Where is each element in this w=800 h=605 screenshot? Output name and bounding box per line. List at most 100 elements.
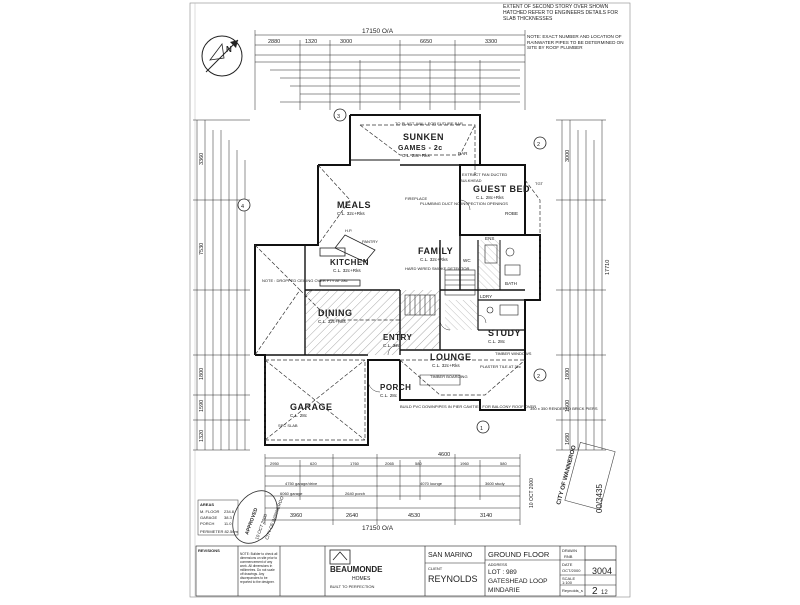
right-dimension-labels: 3000 1800 1500 1680 17710 <box>565 150 611 445</box>
council-stamp: CITY OF WANNEROO 00/3435 10 OCT 2000 APP… <box>232 441 616 544</box>
section-3-label: 3 <box>337 114 340 120</box>
dim-row-1: 2950 <box>270 461 280 466</box>
dim-top-4: 3300 <box>485 39 497 45</box>
dim-row-7: 580 <box>500 461 507 466</box>
kitchen-island <box>319 234 376 287</box>
note-spc-slab: SPC SLAB <box>278 423 298 428</box>
note-smoke: HARD WIRED SMOKE DETECTOR <box>405 266 469 271</box>
note-plumbing: PLUMBING DUCT NO INSPECTION OPENINGS <box>420 201 508 206</box>
disclaimer-text: NOTE: Builder to check all dimensions on… <box>240 552 278 584</box>
section-4-label: 4 <box>241 204 244 210</box>
note-plast-wall: TO PLAST. WALL FOR FUTURE BAR <box>395 121 463 126</box>
door-swings <box>304 199 487 393</box>
room-meals-label: MEALS <box>337 200 371 210</box>
title-block <box>195 545 617 597</box>
label-robe: ROBE <box>505 211 518 216</box>
title-file: Reynolds_s <box>562 588 583 593</box>
dimension-labels: 17150 O/A 2880 1320 3000 6650 3300 17150… <box>268 28 507 532</box>
room-sunken-ceiling: C.L. 28c+Rks <box>402 153 430 158</box>
dim-left-3: 1590 <box>199 400 205 412</box>
room-garage-label: GARAGE <box>290 402 333 412</box>
room-entry-label: ENTRY <box>383 333 412 342</box>
dim-left-1: 7530 <box>199 243 205 255</box>
dim-bottom-2: 4530 <box>408 513 420 519</box>
title-design: SAN MARINO <box>428 552 473 559</box>
room-family-label: FAMILY <box>418 246 453 256</box>
note-plaster-tile: PLASTER TILE AT 32c <box>480 364 521 369</box>
stairs <box>404 269 476 316</box>
dim-left-2: 1800 <box>199 368 205 380</box>
room-study-ceiling: C.L. 28c <box>488 339 506 344</box>
dim-bottom-0: 3960 <box>290 513 302 519</box>
label-tgt: TGT <box>535 181 544 186</box>
dim-left-0: 3360 <box>199 153 205 165</box>
builder-addr: BUILT TO PERFECTION <box>330 584 374 589</box>
room-kitchen-ceiling: C.L. 32c+Rks <box>333 268 361 273</box>
dim-row-4: 2065 <box>385 461 395 466</box>
title-date-val: OCT/2000 <box>562 568 581 573</box>
svg-text:N: N <box>226 45 232 54</box>
label-bar: BAR <box>458 151 468 156</box>
right-dimensions <box>556 119 606 451</box>
note-pvc: BUILD PVC DOWNPIPES IN PIER CAVITIES FOR… <box>400 404 536 409</box>
top-dimensions <box>254 30 526 110</box>
dim-misc-3: 4070 lounge <box>420 481 443 486</box>
roof-lines <box>254 124 541 441</box>
title-client-label: CLIENT <box>428 566 443 571</box>
revisions-title: REVISIONS <box>198 548 220 553</box>
dim-right-overall: 17710 <box>605 260 611 275</box>
title-suburb: MINDARIE <box>488 587 520 594</box>
note-bulkhead: BULKHEAD <box>460 178 482 183</box>
room-guest-bed-label: GUEST BED <box>473 184 530 194</box>
title-sheet: 2 <box>592 586 598 597</box>
areas-row-0-value: 234.8 <box>224 509 235 514</box>
label-bath: BATH <box>505 281 517 286</box>
dim-row-0: 4600 <box>438 452 450 458</box>
title-job-no: 3004 <box>592 566 612 576</box>
title-sheet-of: 12 <box>601 590 608 596</box>
note-brick-piers: 350 x 350 RENDERED BRICK PIERS <box>530 406 598 411</box>
plan-annotations: TO PLAST. WALL FOR FUTURE BAR BAR ROBE E… <box>262 121 598 428</box>
left-dimension-labels: 3360 7530 1800 1590 1320 <box>199 153 205 442</box>
label-wc: WC <box>463 258 471 263</box>
dim-top-1: 1320 <box>305 39 317 45</box>
second-story-hatch <box>305 240 500 355</box>
dim-misc-4: 3600 study <box>485 481 505 486</box>
room-lounge-label: LOUNGE <box>430 352 472 362</box>
label-hp: H.P. <box>345 228 352 233</box>
areas-row-2-label: PORCH <box>200 521 215 526</box>
dim-misc-1: 4750 garage/drive <box>285 481 318 486</box>
note-extract: EXTRACT FAN DUCTED <box>462 172 507 177</box>
title-street: GATESHEAD LOOP <box>488 578 547 585</box>
dim-top-2: 3000 <box>340 39 352 45</box>
dim-misc-0: 6060 garage <box>280 491 303 496</box>
title-drawn-val: RNB <box>564 554 573 559</box>
bathroom-fixtures <box>419 244 521 386</box>
label-ens: ENS <box>485 236 494 241</box>
label-fireplace: FIREPLACE <box>405 196 428 201</box>
room-sunken-sub: GAMES - 2c <box>398 145 443 152</box>
dim-right-0: 3000 <box>565 150 571 162</box>
title-lot: LOT : 989 <box>488 569 517 576</box>
stamp-city: CITY OF WANNEROO <box>264 495 285 540</box>
dim-overall-bottom: 17150 O/A <box>362 525 394 532</box>
dim-right-2: 1500 <box>565 400 571 412</box>
areas-table: AREAS M. FLOOR 234.8 GARAGE 38.3 PORCH 1… <box>197 499 238 536</box>
title-floor: GROUND FLOOR <box>488 550 550 559</box>
dim-row-2: 620 <box>310 461 317 466</box>
dim-misc-2: 2640 porch <box>345 491 365 496</box>
note-dropped-ceiling: NOTE : DROPPED CEILING OVER FTY AT 28c <box>262 278 348 283</box>
title-scale-label: SCALE <box>562 576 575 581</box>
areas-perimeter: PERIMETER 82.50m <box>200 529 238 534</box>
label-ldry: LDRY <box>480 294 492 299</box>
dim-overall-top: 17150 O/A <box>362 28 394 35</box>
title-client: REYNOLDS <box>428 574 478 584</box>
room-kitchen-label: KITCHEN <box>330 258 369 267</box>
note-timber-boarding: TIMBER BOARDING <box>430 374 468 379</box>
section-2-bottom-label: 2 <box>537 374 540 380</box>
dim-left-4: 1320 <box>199 430 205 442</box>
dim-row-3: 1760 <box>350 461 360 466</box>
room-labels: SUNKEN GAMES - 2c C.L. 28c+Rks GUEST BED… <box>290 132 530 418</box>
